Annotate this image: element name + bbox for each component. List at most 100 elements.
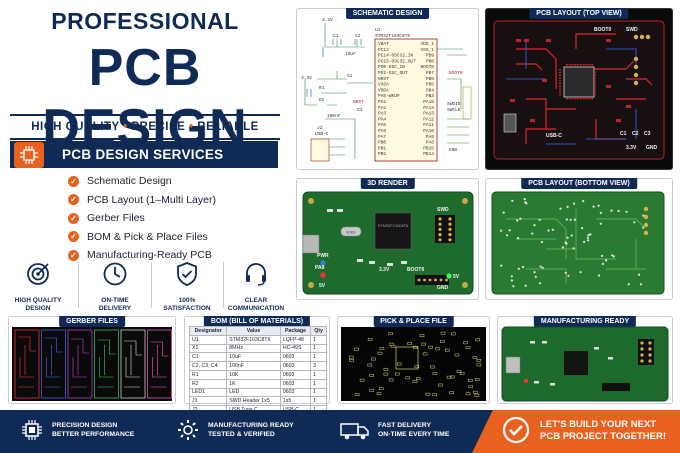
pin-label: PB5 [426,82,434,88]
table-cell: 10uF [226,352,281,363]
table-cell: R2 [188,378,228,389]
schematic-diagram: U1 STM32F103C8T6 3.3V C1 C2 10uF X1 C3 1… [301,17,472,162]
panel-title: GERBER FILES [59,316,125,327]
panel-title: PICK & PLACE FILE [373,316,454,327]
pin-label: NRST [378,76,389,82]
pin-label: PA3 [378,111,386,117]
xtal-marking: 8.000 [347,231,356,235]
pin-label: VSSA [378,82,389,88]
panel-title: PCB LAYOUT (BOTTOM VIEW) [521,178,637,189]
table-cell: 1K [226,378,281,389]
pcb-photo [501,326,669,402]
silkscreen-label: 3.3V [626,145,637,151]
pin-label: PB3 [426,93,434,99]
clock-icon [103,262,127,286]
schematic-text: GND [449,147,457,153]
table-cell: SWD Header 1x5 [226,396,281,407]
pin-label: PA9 [426,134,434,140]
check-icon: ✓ [68,249,79,261]
panel-title: 3D RENDER [360,178,415,189]
table-header: Package [279,326,312,336]
list-item-label: Schematic Design [87,175,172,188]
mcu-chip [374,212,412,250]
check-icon: ✓ [68,175,79,187]
services-title: PCB DESIGN SERVICES [62,147,224,162]
table-cell: R1 [188,369,228,380]
ic-right-pins: VDD_1VSS_1PB9PB8BOOT0PB7PB6PB5PB4PB3PA15… [420,41,434,157]
chip-marking: STM32F103C8T6 [378,224,408,228]
feature-quality: HIGH QUALITY DESIGN [4,258,72,313]
pick-place-map [341,327,486,401]
mcu-footprint [563,66,595,98]
feature-communication: CLEAR COMMUNICATION [222,258,290,313]
silkscreen-label: PA8 [315,265,325,271]
table-cell: 3 [310,361,327,371]
pin-label: PC15-OSC32_OUT [378,58,416,64]
schematic-text: U1 [375,27,381,33]
cta-line1: LET'S BUILD YOUR NEXT [540,419,657,430]
chip-icon [22,420,42,440]
table-cell: J1 [188,396,228,407]
schematic-text: R2 [319,97,325,103]
pin-label: PA8 [426,140,434,146]
pin-label: PA6 [378,128,386,134]
table-header: Qty [310,326,327,336]
table-cell: 8MHz [226,343,281,354]
cta-banner[interactable] [472,410,680,453]
schematic-text: R1 [319,85,325,91]
table-cell: 1 [310,396,327,407]
panel-title: BOM (BILL OF MATERIALS) [203,316,311,327]
schematic-text: 3.3V [322,17,333,23]
silkscreen-label: 5V [319,283,326,289]
table-cell: HC-49S [279,343,312,354]
list-item-label: Manufacturing-Ready PCB [87,249,212,262]
feature-label: ON-TIME DELIVERY [98,297,132,312]
cta-text[interactable]: LET'S BUILD YOUR NEXT PCB PROJECT TOGETH… [540,419,666,443]
table-cell: X1 [188,343,228,354]
list-item: ✓PCB Layout (1–Multi Layer) [68,191,216,210]
pin-label: PA2 [378,105,386,111]
pin-label: PA4 [378,116,386,122]
feature-label: CLEAR COMMUNICATION [227,297,285,312]
pin-label: PA12 [423,116,434,122]
list-item-label: PCB Layout (1–Multi Layer) [87,193,216,206]
pin-label: PA14 [423,105,434,111]
schematic-text: 100nF [327,113,341,119]
silkscreen-label: GND [437,285,449,291]
table-cell: 1 [310,334,327,345]
pin-label: PD0-OSC_IN [378,64,405,70]
table-cell: 10K [226,369,281,380]
pin-label: PB15 [423,145,434,151]
table-cell: U1 [188,334,228,345]
pin-label: PD1-OSC_OUT [378,70,408,76]
pin-label: PA5 [378,122,386,128]
schematic-text: SWCLK [447,107,461,113]
services-list: ✓Schematic Design ✓PCB Layout (1–Multi L… [68,172,216,265]
panel-title: MANUFACTURING READY [533,316,637,327]
layout-top-panel: PCB LAYOUT (TOP VIEW) BOOT0 SWD USB-C 3.… [485,8,673,170]
pin-label: PC13 [378,47,389,53]
silkscreen-label: 5V [453,274,460,280]
services-banner [10,141,278,168]
table-cell: 0603 [279,352,312,363]
silkscreen-label: BOOT0 [594,27,611,33]
cta-line2: PCB PROJECT TOGETHER! [540,431,666,442]
silkscreen-label: USB-C [546,133,562,139]
table-cell: 1 [310,378,327,389]
pin-label: PA10 [423,128,434,134]
pin-label: PA11 [423,122,434,128]
schematic-text: USB-C [315,131,329,137]
schematic-panel: SCHEMATIC DESIGN U1 STM32F103C8T6 3.3V C… [296,8,479,170]
schematic-text: SWDIO [447,101,461,107]
schematic-text: STM32F103C8T6 [375,33,410,39]
truck-icon [340,423,369,440]
gerber-panel: GERBER FILES [8,316,176,404]
table-header: Designator [188,326,228,336]
silkscreen-label: C1 [620,131,627,137]
pin-label: VBAT [378,41,389,47]
